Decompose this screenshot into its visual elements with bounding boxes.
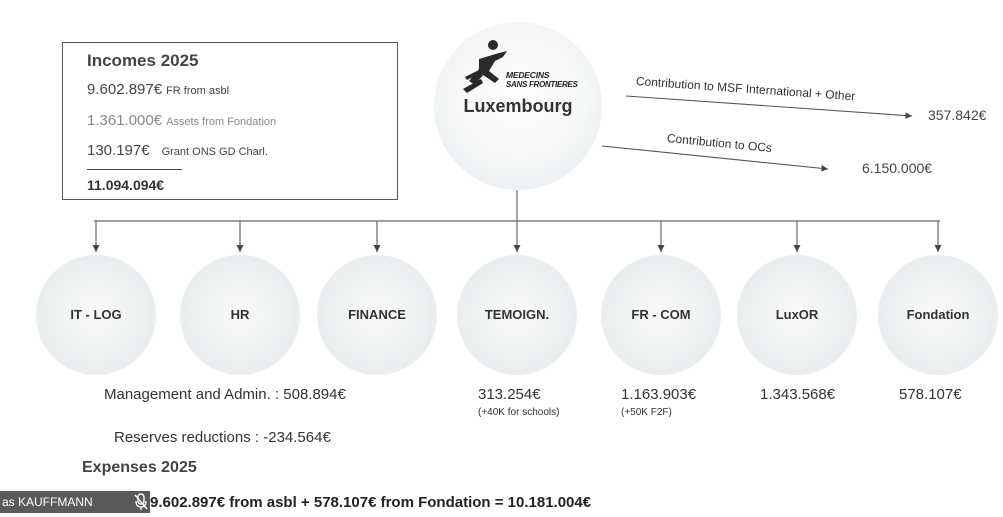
income-desc: Grant ONS GD Charl.	[161, 146, 268, 158]
dept-label: LuxOR	[775, 307, 819, 322]
dept-label: FINANCE	[348, 307, 406, 322]
income-desc: FR from asbl	[166, 85, 230, 97]
incomes-title: Incomes 2025	[87, 51, 199, 70]
incomes-box: Incomes 2025 9.602.897€FR from asbl 1.36…	[62, 42, 398, 200]
luxor-cost: 1.343.568€	[760, 386, 836, 403]
temoign-note: (+40K for schools)	[478, 407, 560, 418]
temoign-cost: 313.254€	[478, 386, 541, 403]
dept-label: IT - LOG	[70, 307, 122, 322]
contribution-value: 357.842€	[928, 107, 987, 123]
management-cost: Management and Admin. : 508.894€	[104, 386, 346, 403]
reserves-reduction: Reserves reductions : -234.564€	[114, 429, 331, 446]
logo-line-2: SANS FRONTIERES	[506, 80, 578, 89]
dept-node-temoign: TEMOIGN.	[457, 255, 577, 375]
dept-node-fondation: Fondation	[878, 255, 998, 375]
logo-line-1: MEDECINS	[506, 70, 550, 80]
dept-label: HR	[230, 307, 250, 322]
fondation-cost: 578.107€	[899, 386, 962, 403]
income-row: 1.361.000€Assets from Fondation	[87, 112, 276, 130]
frcom-cost: 1.163.903€	[621, 386, 697, 403]
arrow-msf-international	[625, 95, 913, 119]
frcom-note: (+50K F2F)	[621, 407, 672, 418]
expenses-total-line: 9.602.897€ from asbl + 578.107€ from Fon…	[150, 494, 592, 511]
arrow-ocs	[601, 145, 829, 172]
income-row: 9.602.897€FR from asbl	[87, 81, 229, 99]
dept-node-finance: FINANCE	[317, 255, 437, 375]
mic-off-icon[interactable]	[134, 493, 148, 511]
org-country: Luxembourg	[463, 96, 573, 116]
dept-node-it-log: IT - LOG	[36, 255, 156, 375]
income-desc: Assets from Fondation	[166, 116, 277, 128]
income-sum-line	[87, 169, 182, 170]
dept-node-luxor: LuxOR	[737, 255, 857, 375]
income-amount: 130.197€	[87, 142, 150, 159]
dept-node-hr: HR	[180, 255, 300, 375]
income-total: 11.094.094€	[87, 177, 165, 193]
contribution-value: 6.150.000€	[862, 160, 933, 176]
expenses-title: Expenses 2025	[82, 459, 197, 476]
income-row: 130.197€ Grant ONS GD Charl.	[87, 142, 268, 160]
msf-logo-icon	[463, 40, 507, 93]
income-amount: 9.602.897€	[87, 81, 163, 98]
dept-label: TEMOIGN.	[484, 307, 550, 322]
presenter-name-tag: as KAUFFMANN	[0, 491, 150, 513]
msf-luxembourg-node: MEDECINS SANS FRONTIERES Luxembourg	[434, 22, 602, 190]
income-amount: 1.361.000€	[87, 112, 163, 129]
dept-label: Fondation	[906, 307, 970, 322]
dept-node-fr-com: FR - COM	[601, 255, 721, 375]
dept-label: FR - COM	[631, 307, 691, 322]
